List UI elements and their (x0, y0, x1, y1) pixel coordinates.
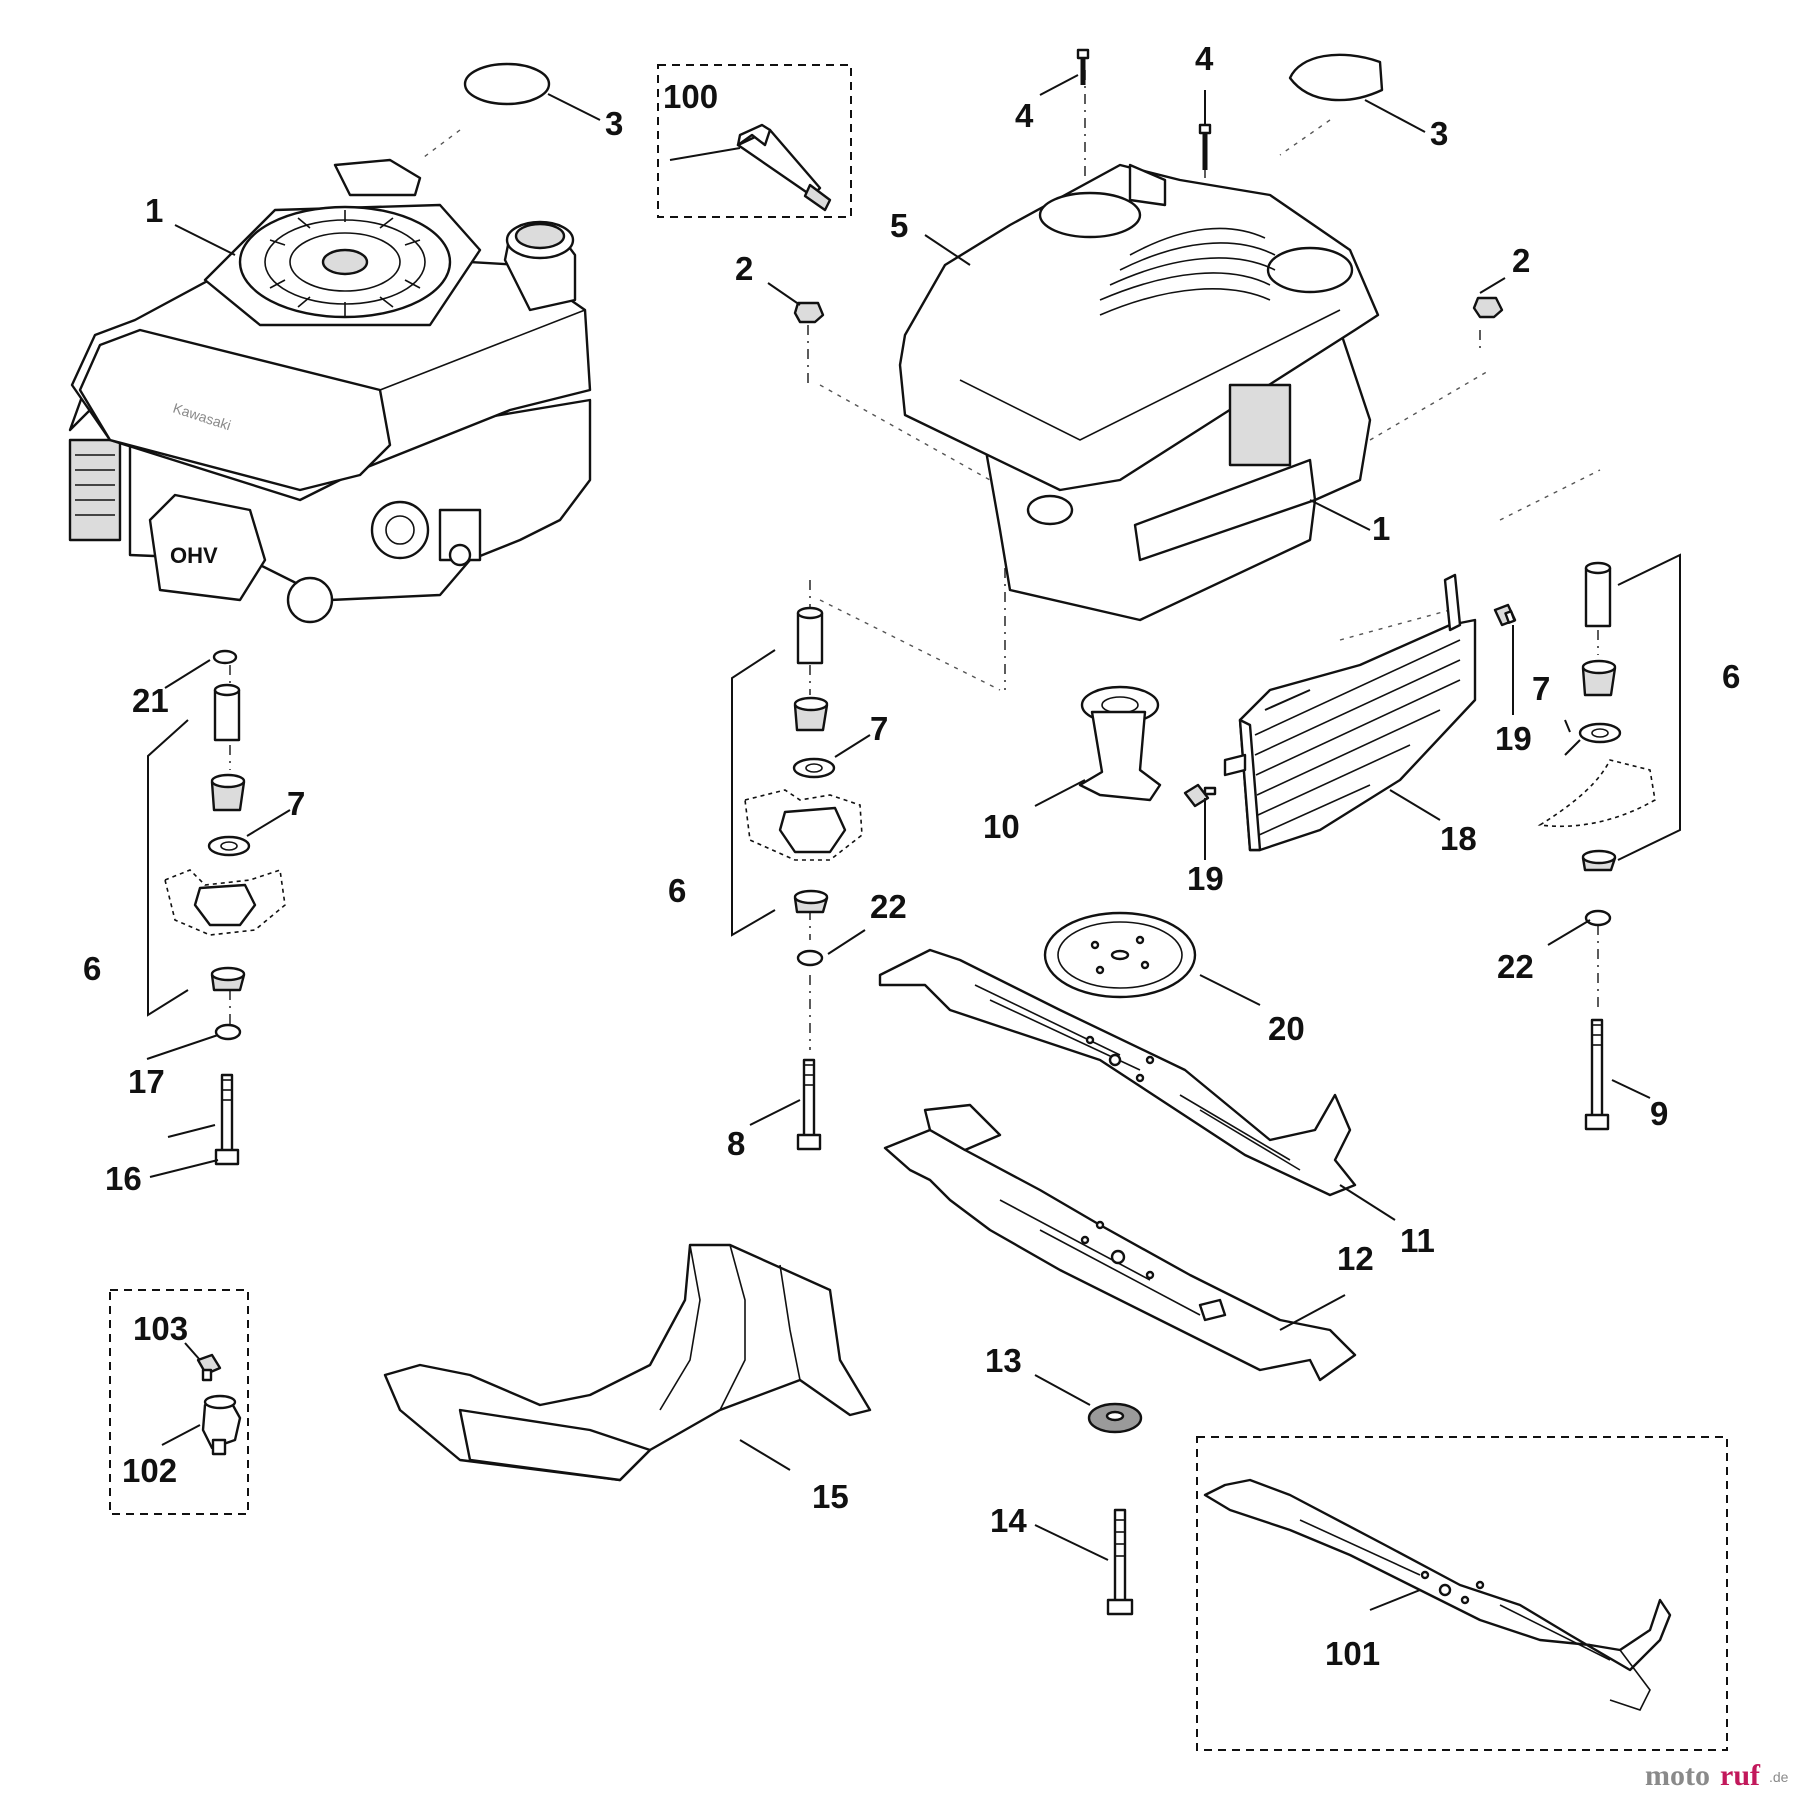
left-mount-stack (164, 649, 286, 1166)
engine-outline-assembly (898, 163, 1380, 622)
callout-13: 13 (985, 1342, 1022, 1379)
part-2-nut-left (793, 301, 825, 324)
middle-mount-stack (744, 606, 863, 1151)
callout-7-right: 7 (1532, 670, 1550, 707)
part-18-deflector (1223, 573, 1477, 852)
part-14-bolt (1106, 1508, 1134, 1616)
callout-15: 15 (812, 1478, 849, 1515)
callout-3-right: 3 (1430, 115, 1448, 152)
callout-6-middle: 6 (668, 872, 686, 909)
part-101-blade (1203, 1478, 1672, 1711)
callout-18: 18 (1440, 820, 1477, 857)
part-11-blade (878, 948, 1357, 1197)
part-102-spacer (201, 1394, 242, 1456)
callout-4-left: 4 (1015, 97, 1034, 134)
part-4-screw-right (1198, 123, 1212, 170)
callout-2-right: 2 (1512, 242, 1530, 279)
callout-19-right: 19 (1495, 720, 1532, 757)
callout-14: 14 (990, 1502, 1027, 1539)
callout-19-left: 19 (1187, 860, 1224, 897)
motoruf-watermark: moto ruf .de (1645, 1759, 1789, 1792)
part-20-disc (1043, 911, 1197, 999)
callout-1-right: 1 (1372, 510, 1390, 547)
callout-1-left: 1 (145, 192, 163, 229)
callout-9: 9 (1650, 1095, 1668, 1132)
callout-2-left: 2 (735, 250, 753, 287)
engine-assembly: OHV Kawasaki (68, 158, 592, 624)
watermark-ruf: ruf (1720, 1759, 1761, 1792)
part-2-nut-right (1472, 296, 1504, 319)
callout-20: 20 (1268, 1010, 1305, 1047)
callout-5: 5 (890, 207, 908, 244)
part-103-screw (196, 1353, 222, 1382)
part-19-bolt-right (1493, 603, 1517, 627)
part-15-chute (383, 1243, 872, 1482)
watermark-suffix: .de (1769, 1769, 1789, 1785)
callout-16: 16 (105, 1160, 142, 1197)
bracket-6-left (147, 719, 189, 1017)
group-box-101 (1196, 1436, 1728, 1751)
callout-11: 11 (1400, 1222, 1435, 1259)
part-3-cap-right (1288, 53, 1384, 102)
callout-101: 101 (1325, 1635, 1380, 1672)
callout-7-middle: 7 (870, 710, 888, 747)
part-3-cap-left (463, 62, 551, 106)
callout-3-left: 3 (605, 105, 623, 142)
group-box-100 (657, 64, 852, 218)
callout-22-middle: 22 (870, 888, 907, 925)
watermark-moto: moto (1645, 1759, 1710, 1792)
callout-17: 17 (128, 1063, 165, 1100)
part-100-spark-plug-cap (736, 123, 832, 212)
right-mount-stack (1537, 561, 1656, 1131)
part-19-bolt-left (1183, 783, 1217, 808)
callout-labels: 3 3 100 4 4 1 1 5 2 2 21 7 7 7 6 6 6 22 … (83, 40, 1740, 1672)
callout-10: 10 (983, 808, 1020, 845)
engine-ohv-plate: OHV (170, 543, 218, 568)
callout-100: 100 (663, 78, 718, 115)
callout-103: 103 (133, 1310, 188, 1347)
part-13-washer (1087, 1402, 1143, 1434)
part-12-blade (883, 1103, 1357, 1382)
callout-102: 102 (122, 1452, 177, 1489)
callout-21: 21 (132, 682, 169, 719)
callout-4-right: 4 (1195, 40, 1214, 77)
bracket-6-right (1617, 553, 1681, 861)
part-10-blade-adapter (1078, 685, 1162, 802)
callout-8: 8 (727, 1125, 745, 1162)
bracket-6-middle (731, 649, 776, 937)
callout-12: 12 (1337, 1240, 1374, 1277)
callout-22-right: 22 (1497, 948, 1534, 985)
callout-7-left: 7 (287, 785, 305, 822)
leader-lines (146, 74, 1651, 1611)
callout-6-right: 6 (1722, 658, 1740, 695)
part-4-screw-left (1076, 48, 1090, 85)
callout-6-left: 6 (83, 950, 101, 987)
